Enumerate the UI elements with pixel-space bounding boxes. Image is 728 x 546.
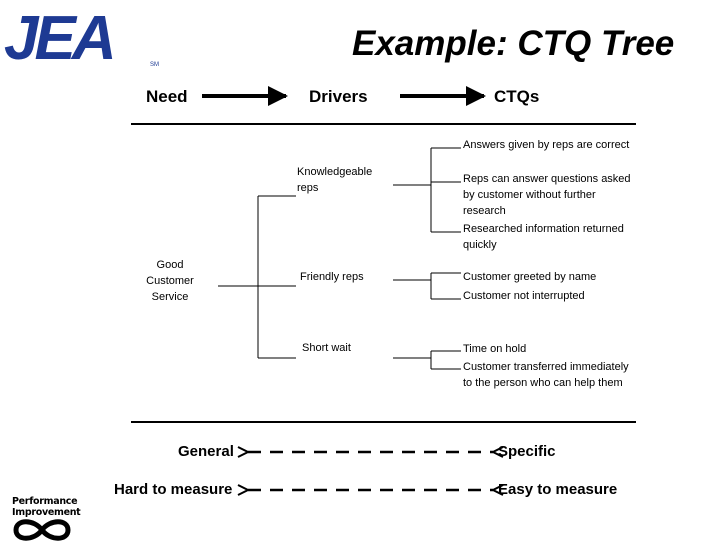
ctq-item: Customer transferred immediately to the … [463, 361, 629, 389]
need-node: Good Customer Service [146, 259, 194, 303]
driver-knowledgeable-reps: Knowledgeable reps [297, 166, 373, 194]
header-drivers: Drivers [309, 87, 368, 106]
ctq-item: Customer greeted by name [463, 271, 597, 283]
ctq-item: Customer not interrupted [463, 290, 585, 302]
performance-improvement-badge: Performance Improvement [12, 496, 81, 518]
scale-right-easy-to-measure: Easy to measure [498, 481, 618, 498]
header-need: Need [146, 87, 188, 106]
scale-left-general: General [178, 443, 234, 460]
badge-line-1: Performance [12, 496, 78, 507]
page-title: Example: CTQ Tree [352, 24, 675, 63]
ctq-item: Time on hold [463, 343, 527, 355]
jea-logo: JEA [4, 4, 117, 73]
scale-left-hard-to-measure: Hard to measure [114, 481, 233, 498]
ctq-item: Researched information returned quickly [463, 223, 624, 251]
driver-friendly-reps: Friendly reps [300, 271, 364, 283]
header-ctqs: CTQs [494, 87, 540, 106]
driver-short-wait: Short wait [302, 342, 351, 354]
service-mark: SM [150, 62, 159, 68]
badge-line-2: Improvement [12, 507, 81, 518]
infinity-icon [13, 519, 71, 541]
scale-right-specific: Specific [498, 443, 556, 460]
ctq-item: Answers given by reps are correct [463, 139, 630, 151]
ctq-item: Reps can answer questions asked by custo… [463, 173, 631, 217]
